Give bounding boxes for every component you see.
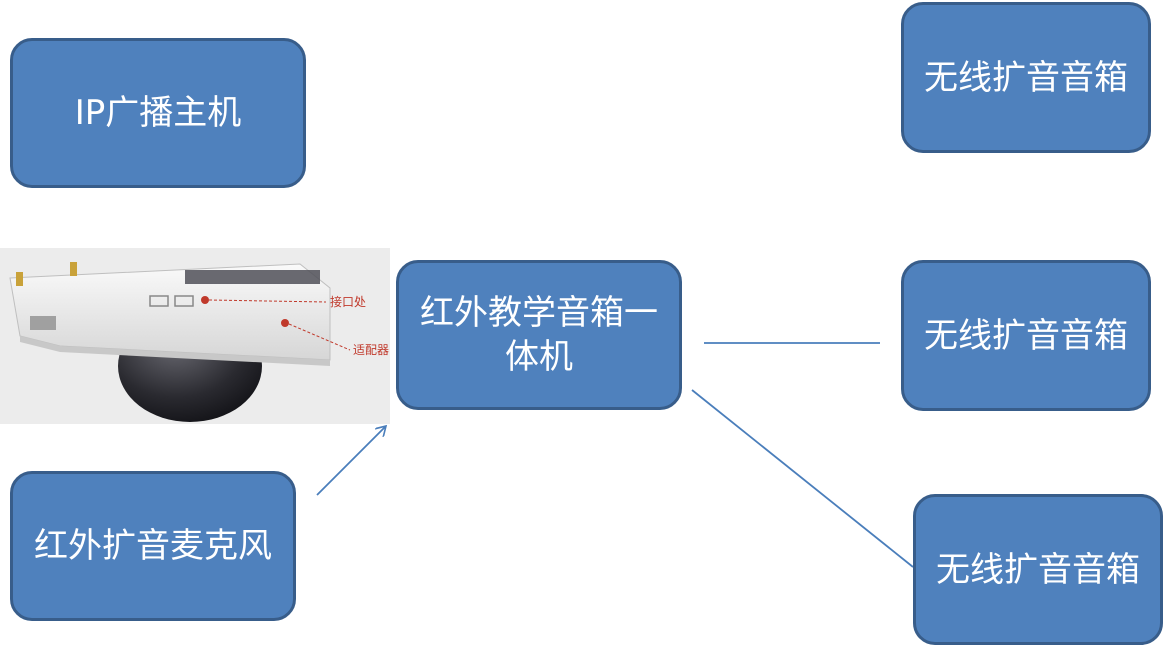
antenna-left bbox=[16, 272, 23, 286]
product-photo: 接口处 适配器 bbox=[0, 248, 390, 424]
node-label: 红外扩音麦克风 bbox=[34, 526, 272, 566]
edge-mic-to-main-arrow bbox=[316, 426, 386, 496]
adapter-annotation: 适配器 bbox=[353, 343, 389, 357]
edge-main-to-speaker-bottom bbox=[691, 389, 914, 568]
port-annotation: 接口处 bbox=[330, 294, 366, 309]
node-infrared-microphone: 红外扩音麦克风 bbox=[10, 471, 296, 621]
node-label: 无线扩音音箱 bbox=[936, 549, 1140, 590]
node-wireless-speaker-middle: 无线扩音音箱 bbox=[901, 260, 1151, 411]
ceiling-speaker-illustration: 接口处 适配器 bbox=[0, 248, 390, 424]
node-wireless-speaker-top: 无线扩音音箱 bbox=[901, 2, 1151, 153]
port-marker bbox=[201, 296, 209, 304]
node-wireless-speaker-bottom: 无线扩音音箱 bbox=[913, 494, 1163, 645]
node-label: 红外教学音箱一体机 bbox=[420, 293, 658, 377]
node-label: 无线扩音音箱 bbox=[924, 315, 1128, 356]
node-ip-broadcast-host: IP广播主机 bbox=[10, 38, 306, 188]
node-infrared-teaching-speaker-unit: 红外教学音箱一体机 bbox=[396, 260, 682, 410]
antenna-mid bbox=[70, 262, 77, 276]
adapter-marker bbox=[281, 319, 289, 327]
node-label: 无线扩音音箱 bbox=[924, 57, 1128, 98]
node-label: IP广播主机 bbox=[74, 93, 242, 133]
